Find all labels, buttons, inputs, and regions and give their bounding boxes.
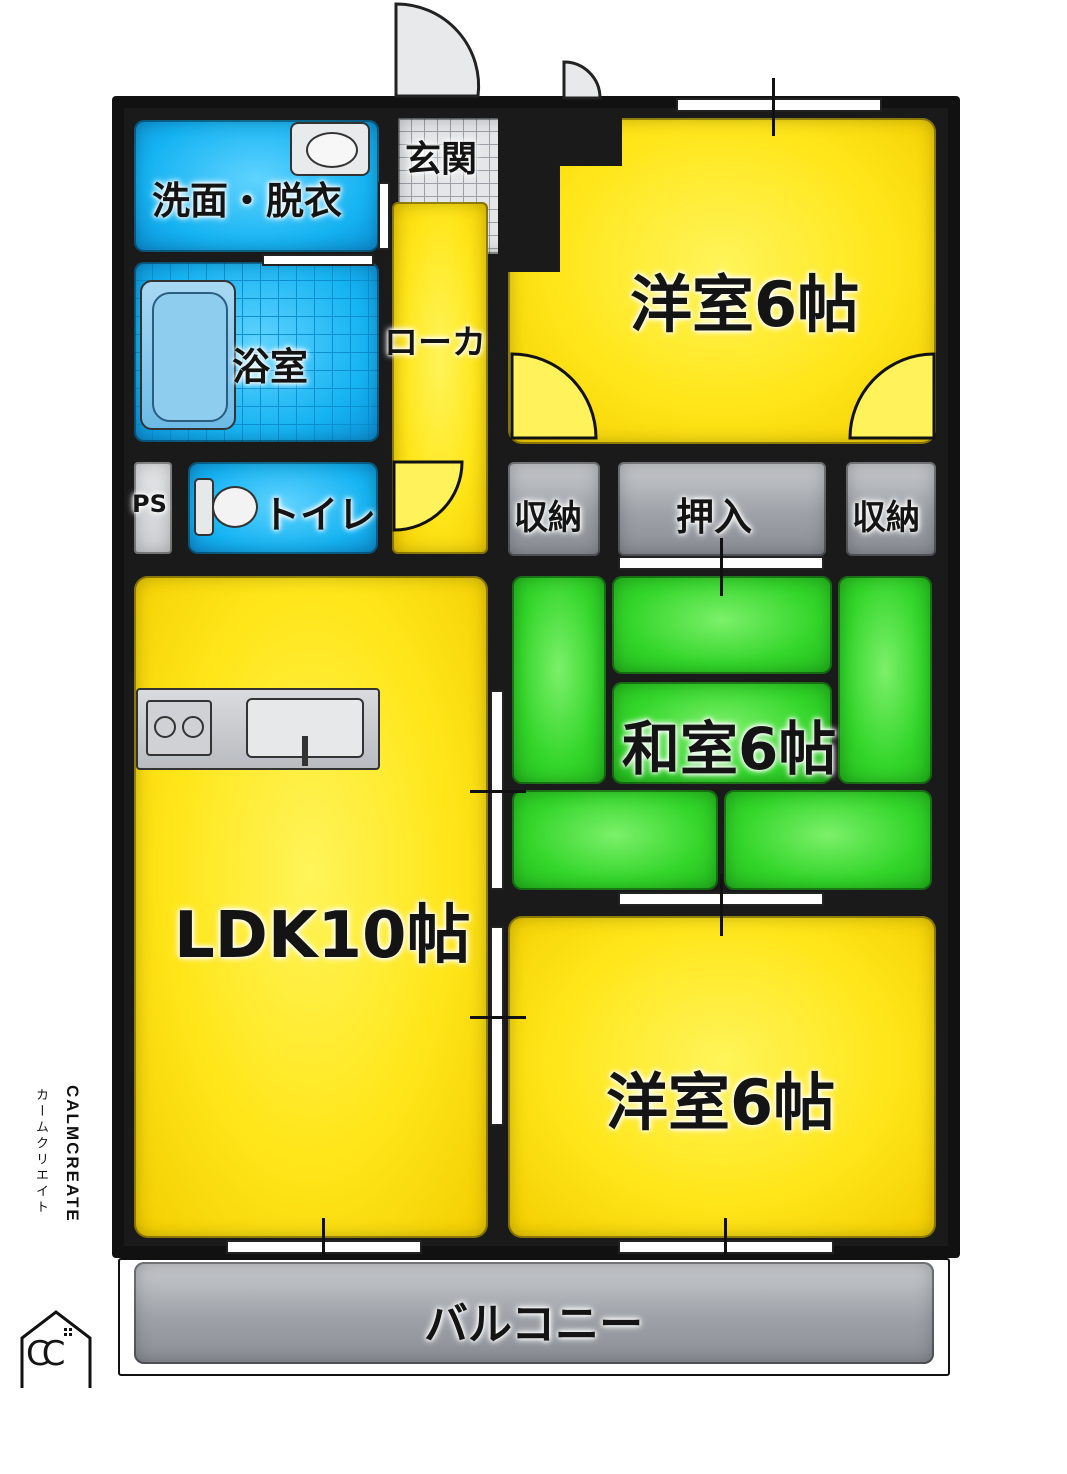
bathtub-icon [140, 280, 236, 430]
window-tick [720, 874, 723, 936]
brand-logo-en: CALMCREATE [63, 1085, 82, 1223]
sink-icon [290, 122, 370, 176]
tatami-mat [612, 682, 832, 784]
window-tick [322, 1218, 325, 1278]
oshiire-label: 押入 [676, 495, 753, 539]
western-bottom-label: 洋室6帖 [606, 1066, 836, 1139]
window-tick [470, 790, 526, 793]
entrance-door-icon [394, 2, 481, 98]
kitchen-sink-icon [246, 698, 364, 766]
toilet-label: トイレ [262, 493, 377, 537]
japanese-label: 和室6帖 [622, 715, 837, 783]
tatami-mat [838, 576, 932, 784]
mb-notch [556, 108, 622, 166]
ps-label: PS [132, 490, 167, 518]
house-logo-icon [20, 1310, 92, 1388]
hallway-label: ローカ [384, 323, 486, 363]
bath-label: 浴室 [232, 345, 309, 389]
window-tick [724, 1218, 727, 1278]
western-room-bottom [508, 916, 936, 1238]
ldk [134, 576, 488, 1238]
pipe-space [134, 462, 172, 554]
ldk-label: LDK10帖 [174, 899, 471, 973]
tatami-mat [512, 576, 606, 784]
closet-left [508, 462, 600, 556]
closet-right [846, 462, 936, 556]
closet-door-right-icon [848, 352, 936, 440]
toilet-icon [194, 478, 260, 536]
tatami-mat [724, 790, 932, 890]
balcony [134, 1262, 934, 1364]
mb-door-icon [562, 60, 602, 100]
window-tick [470, 1016, 526, 1019]
closet-left-label: 収納 [514, 498, 582, 538]
sliding-door [490, 926, 504, 1126]
tatami-mat [512, 790, 718, 890]
window-tick [720, 538, 723, 596]
brand-logo-jp: カームクリエイト [33, 1088, 48, 1216]
japanese-room [508, 574, 936, 894]
closet-right-label: 収納 [852, 498, 920, 538]
toilet-door-icon [392, 460, 464, 532]
logo-monogram: CC [26, 1334, 66, 1374]
western-top-label: 洋室6帖 [630, 268, 860, 341]
entrance-label: 玄関 [405, 139, 478, 180]
stove-icon [146, 700, 212, 756]
window-tick [772, 78, 775, 136]
window [676, 98, 882, 112]
sliding-door [378, 182, 390, 250]
washroom-label: 洗面・脱衣 [152, 179, 343, 223]
closet-door-left-icon [510, 352, 598, 440]
entrance-notch [498, 108, 560, 272]
balcony-label: バルコニー [424, 1299, 644, 1350]
sliding-door [262, 254, 374, 266]
